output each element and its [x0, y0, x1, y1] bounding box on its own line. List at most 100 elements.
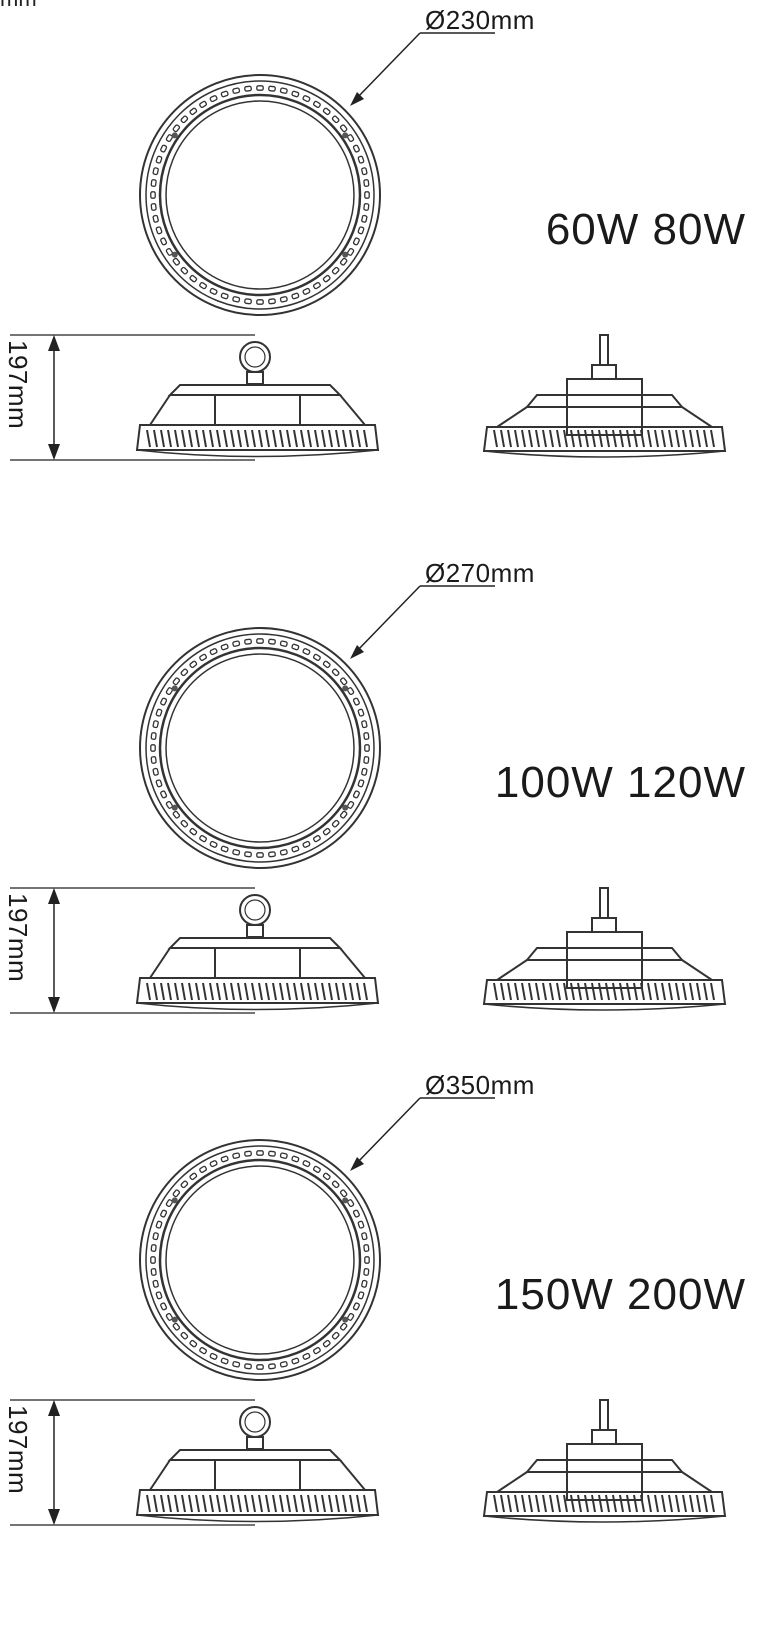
heatsink-fin — [349, 982, 354, 1001]
heatsink-fin — [363, 1494, 368, 1513]
heatsink-fin — [258, 982, 263, 1001]
heatsink-fin — [160, 429, 165, 448]
led-bead — [256, 1150, 264, 1156]
heatsink-fin — [153, 1494, 158, 1513]
led-bead — [172, 124, 181, 133]
heatsink-fin — [251, 1494, 256, 1513]
led-bead — [302, 648, 311, 656]
heatsink-fin — [363, 982, 368, 1001]
heatsink-fin — [549, 982, 554, 1001]
heatsink-fin — [528, 429, 533, 448]
heatsink-fin — [654, 429, 659, 448]
section-large: Ø350mm 150W 200W 197mm — [0, 1065, 768, 1620]
led-bead — [150, 744, 156, 752]
led-bead — [256, 852, 264, 858]
led-bead — [209, 1352, 218, 1360]
screw-hole — [342, 804, 349, 811]
led-bead — [364, 191, 370, 199]
heatsink-fin — [160, 1494, 165, 1513]
led-bead — [172, 677, 181, 686]
led-bead — [244, 638, 252, 645]
led-bead — [232, 1152, 241, 1159]
heatsink-fin — [689, 429, 694, 448]
led-bead — [209, 1160, 218, 1168]
led-bead — [361, 767, 368, 776]
wattage-label: 60W 80W — [545, 205, 746, 254]
led-bead — [364, 744, 370, 752]
heatsink-fin — [230, 982, 235, 1001]
led-bead — [339, 257, 348, 266]
led-bead — [256, 1364, 264, 1370]
heatsink-fin — [696, 982, 701, 1001]
heatsink-fin — [633, 982, 638, 1001]
height-label: 197mm — [3, 340, 33, 430]
heatsink-fin — [563, 1494, 568, 1513]
heatsink-fin — [195, 982, 200, 1001]
heatsink-fin — [542, 982, 547, 1001]
heatsink-fin — [209, 429, 214, 448]
heatsink-fin — [314, 429, 319, 448]
heatsink-fin — [500, 982, 505, 1001]
heatsink-fin — [528, 1494, 533, 1513]
side-view-pendant-drawing — [482, 334, 727, 458]
heatsink-fin — [230, 1494, 235, 1513]
heatsink-fin — [195, 429, 200, 448]
heatsink-fin — [237, 429, 242, 448]
heatsink-fin — [300, 982, 305, 1001]
led-bead — [331, 1331, 340, 1340]
heatsink-fin — [167, 1494, 172, 1513]
led-bead — [244, 85, 252, 92]
heatsink-fin — [696, 1494, 701, 1513]
heatsink-fin — [633, 429, 638, 448]
heatsink-fin — [521, 429, 526, 448]
led-bead — [361, 167, 368, 176]
heatsink-fin — [356, 1494, 361, 1513]
heatsink-fin — [570, 1494, 575, 1513]
heatsink-fin — [514, 429, 519, 448]
heatsink-fin — [689, 1494, 694, 1513]
led-bead — [361, 1232, 368, 1241]
heatsink-fin — [286, 1494, 291, 1513]
led-bead — [322, 660, 331, 669]
heatsink-fin — [612, 429, 617, 448]
side-view-pendant-drawing — [482, 1399, 727, 1523]
heatsink-fin — [279, 429, 284, 448]
led-bead — [346, 800, 355, 809]
heatsink-fin — [710, 1494, 715, 1513]
heatsink-fin — [640, 1494, 645, 1513]
led-bead — [364, 1256, 370, 1264]
heatsink-fin — [696, 429, 701, 448]
led-bead — [322, 107, 331, 116]
led-bead — [199, 1165, 208, 1174]
led-bead — [357, 226, 365, 235]
led-bead — [256, 85, 264, 91]
led-ring — [150, 85, 370, 305]
heatsink-fin — [605, 429, 610, 448]
led-bead — [339, 1322, 348, 1331]
led-bead — [199, 1346, 208, 1355]
heatsink-fin — [272, 429, 277, 448]
led-bead — [268, 298, 276, 305]
led-bead — [312, 653, 321, 662]
led-ring — [150, 1150, 370, 1370]
heatsink-fin — [626, 1494, 631, 1513]
led-bead — [209, 840, 218, 848]
heatsink-fin — [216, 1494, 221, 1513]
heatsink-fin — [668, 1494, 673, 1513]
led-bead — [322, 274, 331, 283]
heatsink-fin — [689, 982, 694, 1001]
heatsink-fin — [647, 982, 652, 1001]
heatsink-fin — [181, 429, 186, 448]
heatsink-fin — [528, 982, 533, 1001]
heatsink-fin — [549, 1494, 554, 1513]
led-bead — [302, 287, 311, 295]
screw-hole — [342, 132, 349, 139]
top-view-drawing — [139, 627, 381, 869]
heatsink-fin — [181, 1494, 186, 1513]
led-bead — [172, 257, 181, 266]
led-bead — [312, 100, 321, 109]
heatsink-fin — [174, 982, 179, 1001]
led-bead — [220, 643, 229, 651]
led-bead — [165, 1199, 174, 1208]
side-view-ring-hook-drawing — [135, 894, 380, 1011]
